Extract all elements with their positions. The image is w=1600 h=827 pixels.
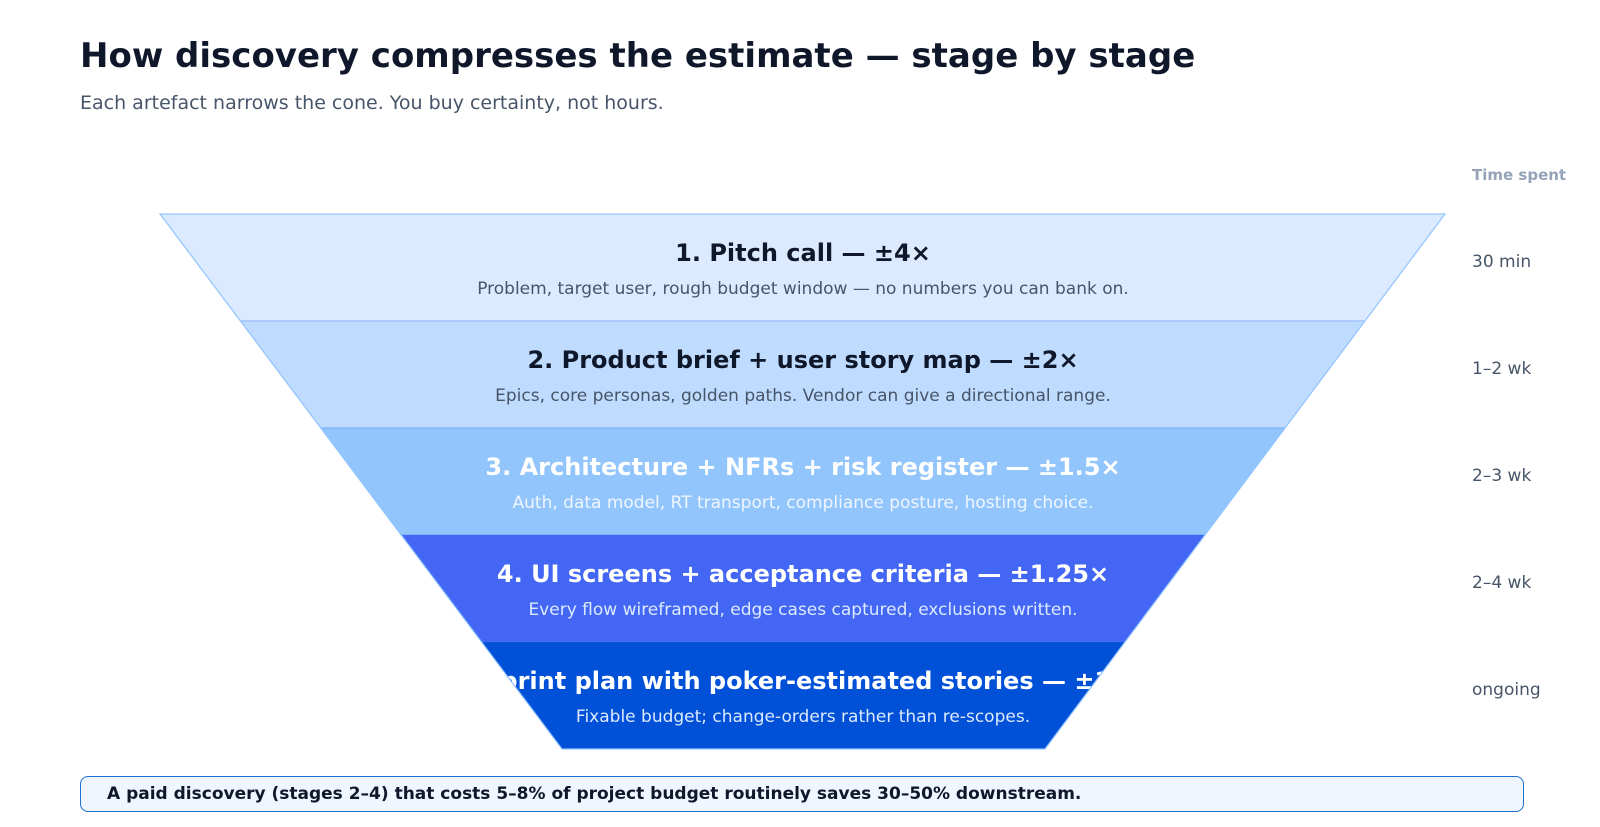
stage-time-label: 1–2 wk bbox=[1472, 359, 1532, 379]
funnel-stage-description: Fixable budget; change-orders rather tha… bbox=[576, 707, 1030, 727]
funnel-stage: 4. UI screens + acceptance criteria — ±1… bbox=[400, 534, 1206, 643]
summary-callout-text: A paid discovery (stages 2–4) that costs… bbox=[107, 784, 1082, 804]
funnel-stage-title: 1. Pitch call — ±4× bbox=[675, 239, 931, 267]
funnel-stage-band bbox=[160, 214, 1445, 322]
summary-callout: A paid discovery (stages 2–4) that costs… bbox=[80, 776, 1524, 812]
funnel-outline bbox=[158, 213, 1447, 750]
funnel-stage-band bbox=[480, 641, 1126, 749]
funnel-stage: 5. Sprint plan with poker-estimated stor… bbox=[449, 641, 1157, 749]
funnel-stage-description: Every flow wireframed, edge cases captur… bbox=[528, 600, 1077, 620]
funnel-stage-title: 3. Architecture + NFRs + risk register —… bbox=[485, 453, 1120, 481]
stage-time-label: 30 min bbox=[1472, 252, 1532, 272]
stage-time-label: 2–3 wk bbox=[1472, 466, 1532, 486]
funnel-stage-title: 2. Product brief + user story map — ±2× bbox=[527, 346, 1078, 374]
funnel-stage-band bbox=[239, 320, 1366, 429]
funnel-stage-band bbox=[400, 534, 1206, 643]
time-column-header: Time spent bbox=[1472, 166, 1567, 184]
page-subtitle: Each artefact narrows the cone. You buy … bbox=[80, 92, 664, 114]
stage-time-label: 2–4 wk bbox=[1472, 573, 1532, 593]
funnel-stage-description: Auth, data model, RT transport, complian… bbox=[513, 493, 1094, 513]
funnel-stage-title: 4. UI screens + acceptance criteria — ±1… bbox=[497, 560, 1109, 588]
funnel-stage-description: Epics, core personas, golden paths. Vend… bbox=[495, 386, 1111, 406]
funnel-stage-description: Problem, target user, rough budget windo… bbox=[477, 279, 1129, 299]
funnel-stage: 3. Architecture + NFRs + risk register —… bbox=[319, 427, 1286, 536]
stage-time-label: ongoing bbox=[1472, 680, 1541, 700]
funnel-stage-title: 5. Sprint plan with poker-estimated stor… bbox=[449, 667, 1157, 695]
funnel-stage: 2. Product brief + user story map — ±2× E… bbox=[239, 320, 1366, 429]
funnel-stage-band bbox=[319, 427, 1286, 536]
page-title: How discovery compresses the estimate — … bbox=[80, 36, 1196, 76]
funnel-stage: 1. Pitch call — ±4× Problem, target user,… bbox=[160, 214, 1445, 322]
